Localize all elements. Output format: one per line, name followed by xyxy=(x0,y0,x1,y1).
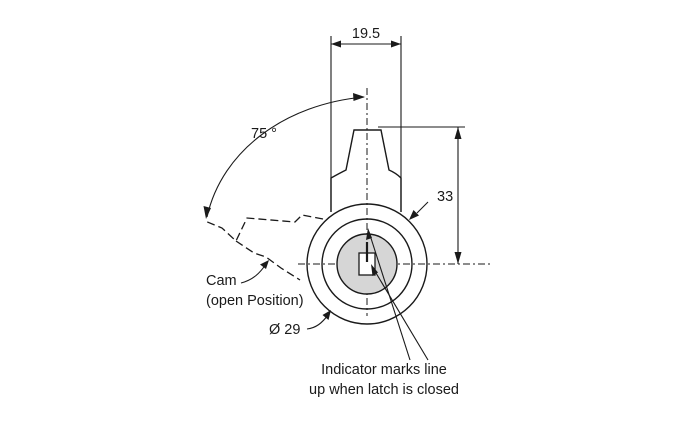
inner-ring-circle xyxy=(321,218,413,310)
width-dimension-label: 19.5 xyxy=(352,26,380,42)
angle-dimension-label: 75 ° xyxy=(251,126,277,142)
angle-arrow-bottom xyxy=(203,206,211,219)
cam-leader-line xyxy=(240,263,267,284)
cam-label-position: (open Position) xyxy=(206,293,304,309)
indicator-arrow-2 xyxy=(371,264,378,276)
cam-open-position-outline xyxy=(204,214,324,243)
diameter-leader-top xyxy=(416,201,429,214)
indicator-label-line2: up when latch is closed xyxy=(309,382,459,398)
indicator-leader-line-2 xyxy=(372,267,429,361)
height-arrow-bottom xyxy=(454,252,462,264)
diameter-leader-line xyxy=(306,314,329,330)
height-dimension-label: 33 xyxy=(437,189,453,205)
cam-open-position-outline-lower xyxy=(235,240,301,281)
width-arrow-right xyxy=(391,40,401,48)
indicator-arrow-1 xyxy=(366,228,372,240)
diameter-leader-arrow-top xyxy=(409,210,419,220)
outer-flange-circle xyxy=(306,203,428,325)
height-arrow-top xyxy=(454,127,462,139)
cam-leader-arrow xyxy=(260,260,269,269)
cam-label: Cam xyxy=(206,273,237,289)
width-arrow-left xyxy=(331,40,341,48)
diameter-dimension-label: Ø 29 xyxy=(269,322,300,338)
indicator-label-line1: Indicator marks line xyxy=(321,362,447,378)
diameter-leader-arrow-bottom xyxy=(322,310,331,320)
angle-arc xyxy=(206,96,365,218)
cam-body-outline xyxy=(330,129,402,212)
angle-arrow-top xyxy=(353,93,365,101)
